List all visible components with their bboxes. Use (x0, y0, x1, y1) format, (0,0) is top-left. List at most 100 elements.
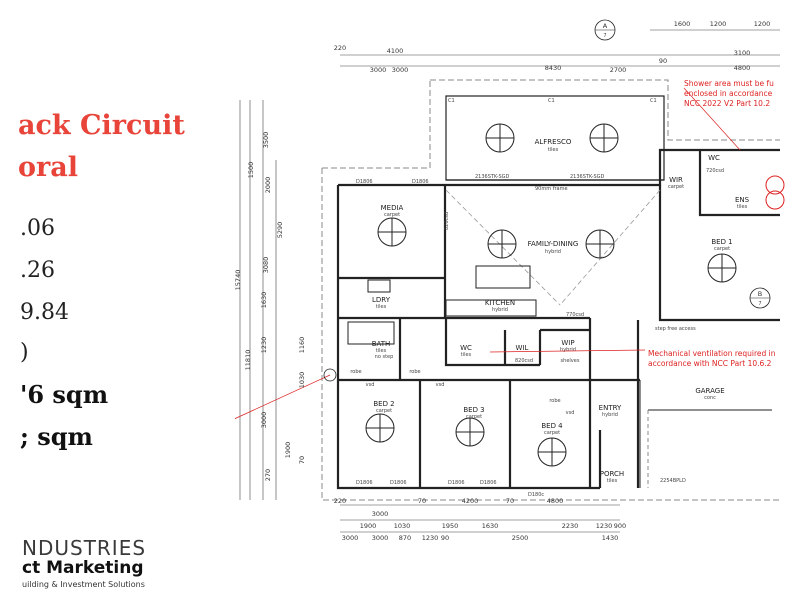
frame-label: 90mm frame (535, 186, 568, 192)
stat-line-2: .26 (20, 258, 55, 283)
dim-left-5: 1630 (260, 292, 268, 309)
step-free-label: step free access (655, 326, 696, 332)
svg-text:B: B (758, 290, 762, 298)
dim-top-10: 1200 (710, 20, 727, 28)
dim-bottom-17: 3000 (342, 534, 359, 542)
svg-text:A: A (603, 22, 608, 30)
dim-bottom-8: 1950 (442, 522, 459, 530)
fan-bed4 (537, 437, 567, 467)
room-bed2: BED 2 (373, 400, 394, 408)
room-wip: WIP (561, 339, 574, 347)
fan-alfresco-1 (485, 123, 515, 153)
dim-left-13: 15740 (234, 270, 242, 291)
dim-top-8: 3100 (734, 49, 751, 57)
room-entry: ENTRY (599, 404, 622, 412)
dim-bottom-18: 90 (441, 534, 449, 542)
listing-info-panel: ack Circuit oral .06 .26 9.84 ) '6 sqm ;… (0, 0, 235, 600)
dim-left-0: 1500 (247, 162, 255, 179)
room-wir: WIR (669, 176, 683, 184)
dim-bottom-15: 2500 (512, 534, 529, 542)
dim-bottom-3: 4200 (462, 497, 479, 505)
brand-name: NDUSTRIES (22, 536, 147, 560)
robe-1: robe (350, 369, 361, 375)
dim-top-11: 1200 (754, 20, 771, 28)
dim-left-7: 1160 (298, 337, 306, 354)
shower-note-3: NCC 2022 V2 Part 10.2 (684, 99, 770, 108)
column-c1-a: C1 (448, 98, 455, 104)
dim-top-1: 4100 (387, 47, 404, 55)
dim-top-4: 4800 (734, 64, 751, 72)
room-garage: GARAGE (695, 387, 724, 395)
room-bed1: BED 1 (711, 238, 732, 246)
vsd-2: vsd (436, 382, 445, 388)
dim-left-14: 70 (298, 456, 306, 464)
section-marker-a: A 7 (594, 19, 616, 41)
fan-alfresco-2 (589, 123, 619, 153)
clearance-820b: 820csd (444, 212, 450, 230)
dim-top-3: 90 (659, 57, 667, 65)
svg-text:7: 7 (758, 301, 761, 307)
room-bed2-finish: carpet (376, 408, 392, 414)
room-bed1-finish: carpet (714, 246, 730, 252)
dim-bottom-11: 1230 (596, 522, 613, 530)
room-media-finish: carpet (384, 212, 400, 218)
dim-bottom-14: 1230 (422, 534, 439, 542)
kitchen-benches (347, 265, 537, 345)
dim-top-7: 2700 (610, 66, 627, 74)
ceiling-fans (365, 123, 737, 467)
clearance-770: 770csd (566, 312, 584, 318)
room-ens: ENS (735, 196, 750, 204)
vsd-3: vsd (566, 410, 575, 416)
dim-left-9: 3000 (260, 412, 268, 429)
dim-left-2: 2000 (264, 177, 272, 194)
room-porch-finish: tiles (607, 478, 618, 484)
room-wc-ens: WC (708, 154, 720, 162)
area-line-1: '6 sqm (20, 380, 109, 409)
svg-text:7: 7 (603, 33, 606, 39)
roof-outline (321, 79, 780, 501)
fan-bed2 (365, 413, 395, 443)
room-wir-finish: carpet (668, 184, 684, 190)
window-label-2: D1806 (412, 179, 429, 185)
clearance-720: 720csd (706, 168, 724, 174)
fan-family-1 (487, 229, 517, 259)
room-ens-finish: tiles (737, 204, 748, 210)
stat-line-1: .06 (20, 216, 55, 241)
dim-bottom-9: 1630 (482, 522, 499, 530)
room-labels: ALFRESCO tiles MEDIA carpet FAMILY-DININ… (350, 138, 749, 484)
vsd-1: vsd (366, 382, 375, 388)
stat-line-3: 9.84 (20, 300, 69, 325)
fan-bed1 (707, 253, 737, 283)
dim-bottom-0: 220 (334, 497, 346, 505)
shower-note-2: enclosed in accordance (684, 89, 773, 98)
room-wil: WIL (516, 344, 529, 352)
column-c1-c: C1 (650, 98, 657, 104)
window-label-5: D1806 (448, 480, 465, 486)
dim-left-1: 3500 (262, 132, 270, 149)
plan-annotations: 2136STK-SGD 2136STK-SGD 90mm frame 2254B… (356, 98, 724, 498)
window-label-3: D1806 (356, 480, 373, 486)
room-bath: BATH (372, 340, 391, 348)
room-bed3-finish: carpet (466, 414, 482, 420)
dim-left-4: 5290 (276, 222, 284, 239)
stat-line-4: ) (20, 340, 29, 365)
window-label-7: D1806 (480, 480, 497, 486)
dim-bottom-19: 870 (399, 534, 411, 542)
window-label-6: D180c (528, 492, 544, 498)
mech-note-2: accordance with NCC Part 10.6.2 (648, 359, 772, 368)
garage (639, 380, 772, 488)
column-c1-b: C1 (548, 98, 555, 104)
door-label-2: 2136STK-SGD (570, 174, 605, 180)
room-bath-nostep: no step (375, 354, 394, 360)
room-wc: WC (460, 344, 472, 352)
dim-left-11: 270 (264, 469, 272, 481)
room-family-finish: hybrid (545, 249, 561, 255)
room-alfresco-finish: tiles (548, 147, 559, 153)
dim-bottom-13: 3000 (372, 534, 389, 542)
window-label-4: D1806 (390, 480, 407, 486)
robe-3: robe (549, 398, 560, 404)
brand-subtitle: ct Marketing (22, 558, 144, 578)
dim-top-2: 8430 (545, 64, 562, 72)
